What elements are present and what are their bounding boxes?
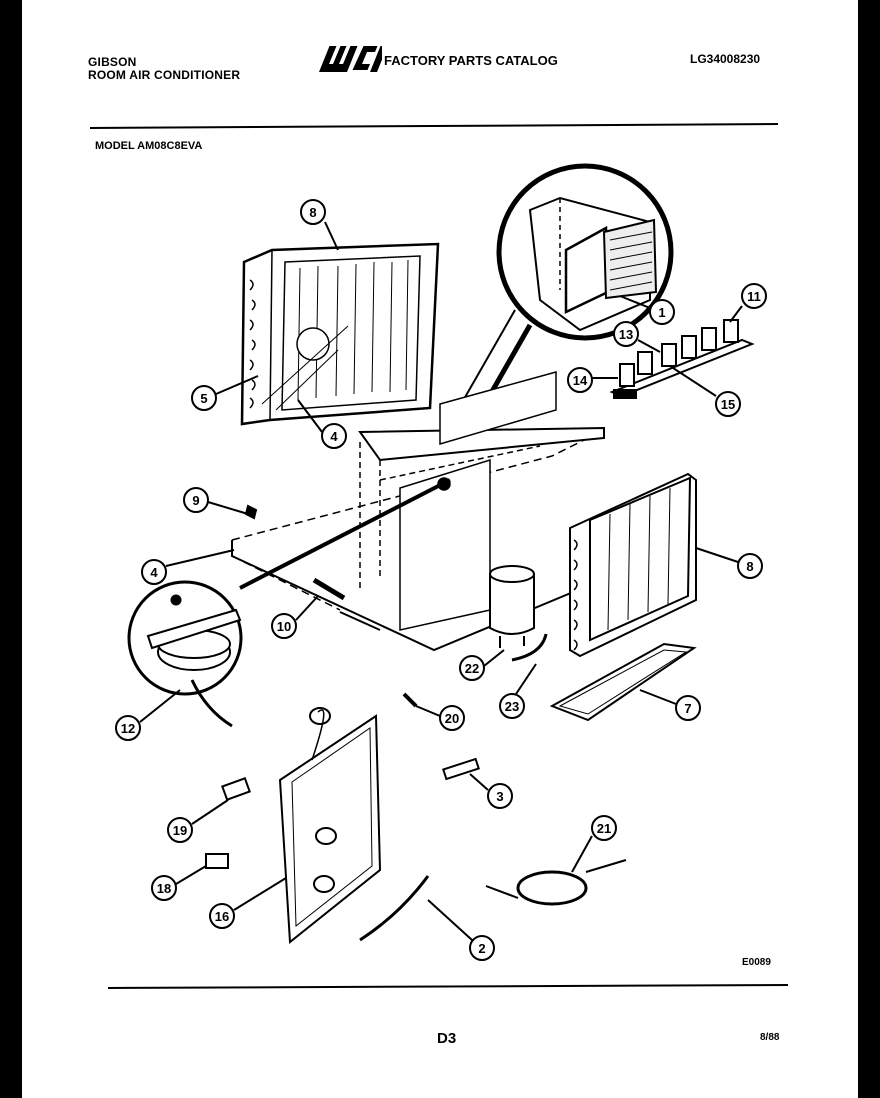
callout-label: 2 bbox=[478, 941, 485, 956]
callout-label: 8 bbox=[309, 205, 316, 220]
callout-label: 16 bbox=[215, 909, 229, 924]
callout-label: 7 bbox=[684, 701, 691, 716]
wci-logo bbox=[319, 46, 382, 72]
callout-2 bbox=[469, 935, 495, 961]
callout-19 bbox=[167, 817, 193, 843]
capacitor-drawing bbox=[489, 565, 548, 662]
callout-22 bbox=[459, 655, 485, 681]
callout-12 bbox=[115, 715, 141, 741]
callout-15 bbox=[715, 391, 741, 417]
callout-label: 3 bbox=[496, 789, 503, 804]
callout-label: 18 bbox=[157, 881, 171, 896]
revision-date: 8/88 bbox=[760, 1032, 780, 1043]
callout-1 bbox=[649, 299, 675, 325]
fan-motor-detail bbox=[127, 580, 243, 728]
callout-label: 19 bbox=[173, 823, 187, 838]
footer-rule bbox=[107, 984, 789, 989]
callout-label: 21 bbox=[597, 821, 611, 836]
callout-label: 23 bbox=[505, 699, 519, 714]
knob-bracket-drawing bbox=[609, 319, 755, 399]
callout-group bbox=[115, 199, 767, 961]
callout-20 bbox=[439, 705, 465, 731]
callout-7 bbox=[675, 695, 701, 721]
callout-label: 1 bbox=[658, 305, 665, 320]
drawing-code: E0089 bbox=[742, 957, 771, 968]
callout-label: 4 bbox=[330, 429, 338, 444]
callout-label: 20 bbox=[445, 711, 459, 726]
brand-name: GIBSON bbox=[88, 55, 137, 69]
small-parts-drawing bbox=[205, 504, 627, 942]
callout-18 bbox=[151, 875, 177, 901]
catalog-title: FACTORY PARTS CATALOG bbox=[384, 53, 558, 68]
callout-13 bbox=[613, 321, 639, 347]
callout-label: 12 bbox=[121, 721, 135, 736]
callout-3 bbox=[487, 783, 513, 809]
callout-label: 4 bbox=[150, 565, 158, 580]
catalog-number: LG34008230 bbox=[690, 52, 761, 66]
callout-8b bbox=[737, 553, 763, 579]
callout-23 bbox=[499, 693, 525, 719]
brand-block: GIBSON ROOM AIR CONDITIONER bbox=[88, 56, 240, 82]
callout-label: 15 bbox=[721, 397, 735, 412]
callout-label: 14 bbox=[573, 373, 588, 388]
evaporator-coil-drawing bbox=[240, 242, 440, 426]
drain-pan-drawing bbox=[549, 642, 697, 722]
callout-4a bbox=[321, 423, 347, 449]
model-label: MODEL AM08C8EVA bbox=[95, 140, 203, 152]
callout-8a bbox=[300, 199, 326, 225]
control-panel-drawing bbox=[278, 707, 382, 944]
callout-label: 13 bbox=[619, 327, 633, 342]
callout-label: 9 bbox=[192, 493, 199, 508]
callout-label: 8 bbox=[746, 559, 753, 574]
callout-10 bbox=[271, 613, 297, 639]
header-rule bbox=[89, 123, 779, 129]
callout-4b bbox=[141, 559, 167, 585]
callout-label: 10 bbox=[277, 619, 291, 634]
callout-label: 11 bbox=[747, 289, 761, 304]
filter-detail-circle bbox=[451, 163, 674, 446]
callout-9 bbox=[183, 487, 209, 513]
callout-label: 5 bbox=[200, 391, 207, 406]
callout-5 bbox=[191, 385, 217, 411]
callout-14 bbox=[567, 367, 593, 393]
callout-11 bbox=[741, 283, 767, 309]
callout-labels: 8 5 4 1 11 13 14 15 9 4 8 10 12 22 23 7 … bbox=[121, 205, 761, 956]
condenser-coil-drawing bbox=[569, 472, 697, 658]
page-number: D3 bbox=[437, 1030, 457, 1047]
callout-16 bbox=[209, 903, 235, 929]
product-type: ROOM AIR CONDITIONER bbox=[88, 68, 241, 82]
chassis-base-drawing bbox=[231, 371, 651, 652]
callout-label: 22 bbox=[465, 661, 479, 676]
callout-21 bbox=[591, 815, 617, 841]
